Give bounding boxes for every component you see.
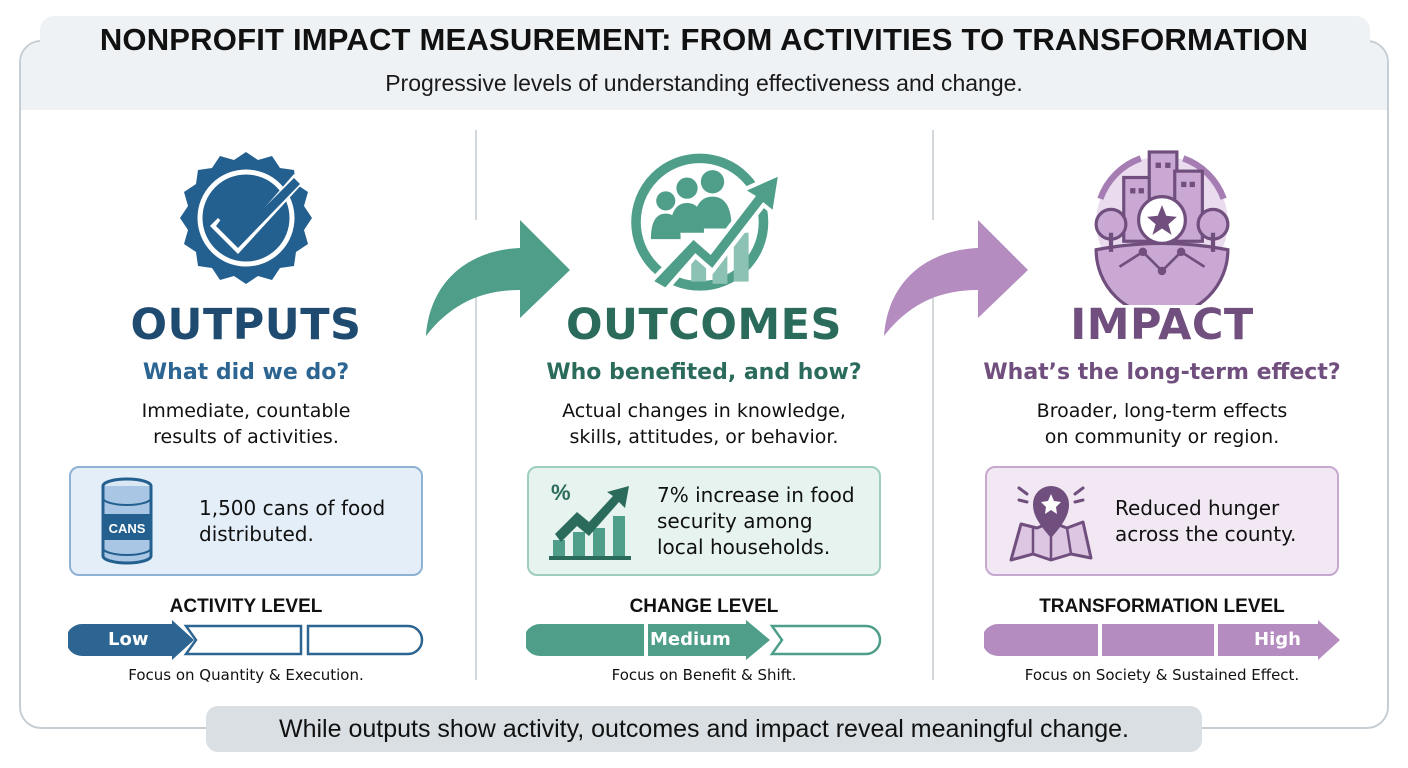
svg-text:%: % xyxy=(551,480,571,505)
page-title: NONPROFIT IMPACT MEASUREMENT: FROM ACTIV… xyxy=(99,22,1309,57)
column-divider xyxy=(932,130,934,220)
description-line: Immediate, countable xyxy=(141,400,351,422)
outputs-column: OUTPUTS What did we do? Immediate, count… xyxy=(36,130,456,690)
column-divider xyxy=(475,290,477,680)
flow-arrow-icon xyxy=(884,220,1028,336)
example-line: 1,500 cans of food xyxy=(199,496,386,520)
svg-text:CANS: CANS xyxy=(109,521,146,536)
change-level-meter xyxy=(526,620,882,660)
impact-heading: IMPACT xyxy=(1070,300,1254,350)
outcomes-example-text: 7% increase in food security among local… xyxy=(657,482,855,560)
column-divider xyxy=(932,290,934,680)
transformation-level-meter xyxy=(984,620,1340,660)
example-line: local households. xyxy=(657,535,831,559)
impact-column: IMPACT What’s the long-term effect? Broa… xyxy=(952,130,1372,690)
outcomes-description: Actual changes in knowledge, skills, att… xyxy=(494,398,914,450)
outputs-example-card: CANS 1,500 cans of food distributed. xyxy=(69,466,423,576)
example-line: across the county. xyxy=(1115,522,1297,546)
impact-example-card: Reduced hunger across the county. xyxy=(985,466,1339,576)
outcomes-example-card: % 7% increase in food security among loc… xyxy=(527,466,881,576)
column-divider xyxy=(475,130,477,220)
description-line: results of activities. xyxy=(153,426,339,448)
change-level-title: CHANGE LEVEL xyxy=(629,596,779,617)
impact-question: What’s the long-term effect? xyxy=(983,360,1341,385)
description-line: Broader, long-term effects xyxy=(1036,400,1288,422)
outputs-focus: Focus on Quantity & Execution. xyxy=(128,666,364,684)
example-line: Reduced hunger xyxy=(1115,496,1280,520)
percent-growth-chart-icon: % xyxy=(549,480,631,560)
flow-arrow-icon xyxy=(426,220,570,336)
activity-level-meter xyxy=(68,620,424,660)
description-line: Actual changes in knowledge, xyxy=(562,400,846,422)
outcomes-column: OUTCOMES Who benefited, and how? Actual … xyxy=(494,130,914,690)
example-line: distributed. xyxy=(199,522,314,546)
people-growth-chart-icon xyxy=(631,153,784,293)
community-city-star-icon xyxy=(1094,150,1230,305)
title-tab xyxy=(40,16,1370,68)
example-line: 7% increase in food xyxy=(657,483,855,507)
outcomes-focus: Focus on Benefit & Shift. xyxy=(611,666,797,684)
outcomes-question: Who benefited, and how? xyxy=(546,360,862,385)
impact-example-text: Reduced hunger across the county. xyxy=(1115,495,1296,547)
change-level-label: Medium xyxy=(650,629,731,650)
impact-focus: Focus on Society & Sustained Effect. xyxy=(1024,666,1300,684)
outputs-question: What did we do? xyxy=(142,360,350,385)
transformation-level-label: High xyxy=(1254,629,1301,650)
footer-summary: While outputs show activity, outcomes an… xyxy=(206,706,1202,752)
outputs-description: Immediate, countable results of activiti… xyxy=(36,398,456,450)
activity-level-title: ACTIVITY LEVEL xyxy=(169,596,323,617)
transformation-level-title: TRANSFORMATION LEVEL xyxy=(1039,596,1285,617)
example-line: security among xyxy=(657,509,813,533)
impact-description: Broader, long-term effects on community … xyxy=(952,398,1372,450)
page-subtitle: Progressive levels of understanding effe… xyxy=(385,70,1023,96)
outputs-example-text: 1,500 cans of food distributed. xyxy=(199,495,385,547)
food-can-icon: CANS xyxy=(101,477,153,565)
outcomes-heading: OUTCOMES xyxy=(565,300,843,350)
activity-level-label: Low xyxy=(108,629,149,650)
description-line: on community or region. xyxy=(1044,426,1280,448)
description-line: skills, attitudes, or behavior. xyxy=(569,426,839,448)
checkmark-badge-icon xyxy=(180,152,312,284)
map-pin-star-icon xyxy=(1009,486,1093,562)
outputs-heading: OUTPUTS xyxy=(130,300,362,350)
